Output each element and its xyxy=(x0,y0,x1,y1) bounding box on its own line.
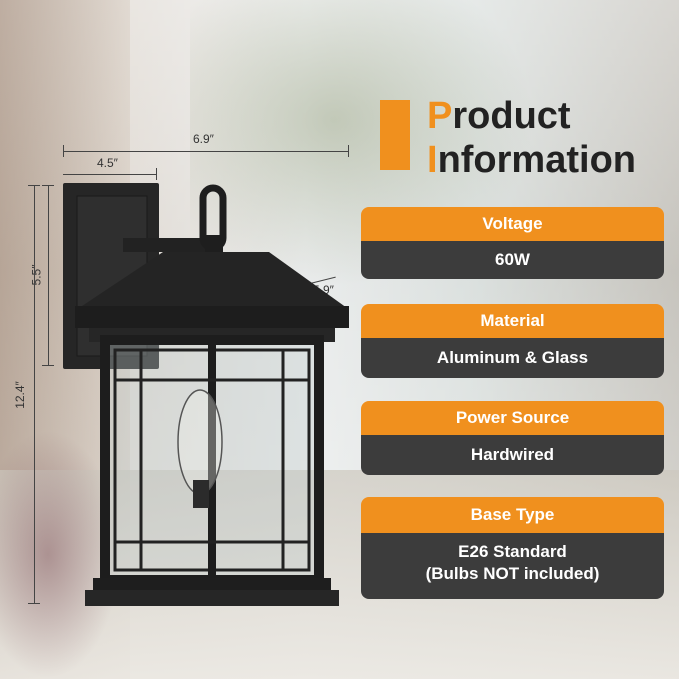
dim-total-height-line xyxy=(34,185,35,604)
dim-backplate-height-tick-top xyxy=(42,185,54,186)
spec-value: E26 Standard xyxy=(458,542,567,561)
dim-backplate-height-tick-bottom xyxy=(42,365,54,366)
dim-backplate-width-line xyxy=(63,174,157,175)
spec-value: Hardwired xyxy=(361,435,664,475)
spec-value: Aluminum & Glass xyxy=(361,338,664,378)
spec-card-power-source: Power Source Hardwired xyxy=(361,401,664,475)
spec-label: Voltage xyxy=(361,207,664,241)
spec-card-voltage: Voltage 60W xyxy=(361,207,664,279)
spec-card-material: Material Aluminum & Glass xyxy=(361,304,664,378)
spec-value-block: E26 Standard (Bulbs NOT included) xyxy=(361,533,664,599)
page-title: Product Information xyxy=(427,95,636,181)
spec-card-base-type: Base Type E26 Standard (Bulbs NOT includ… xyxy=(361,497,664,599)
dim-total-height-tick-bottom xyxy=(28,603,40,604)
title-accent-bar xyxy=(380,100,410,170)
dim-total-height-tick-top xyxy=(28,185,40,186)
spec-label: Base Type xyxy=(361,497,664,533)
dim-total-height-label: 12.4″ xyxy=(12,381,27,409)
dim-backplate-height-label: 5.5″ xyxy=(29,264,44,286)
dim-total-width-line xyxy=(63,151,349,152)
dim-backplate-height-line xyxy=(48,185,49,366)
spec-label: Material xyxy=(361,304,664,338)
dim-total-width-label: 6.9″ xyxy=(193,132,214,146)
dim-backplate-width-tick-right xyxy=(156,168,157,180)
dim-total-width-tick-right xyxy=(348,145,349,157)
spec-value: 60W xyxy=(361,241,664,279)
spec-label: Power Source xyxy=(361,401,664,435)
lantern-image xyxy=(63,183,349,606)
spec-value-note: (Bulbs NOT included) xyxy=(425,564,600,583)
dim-backplate-width-label: 4.5″ xyxy=(97,156,118,170)
dim-total-width-tick-left xyxy=(63,145,64,157)
